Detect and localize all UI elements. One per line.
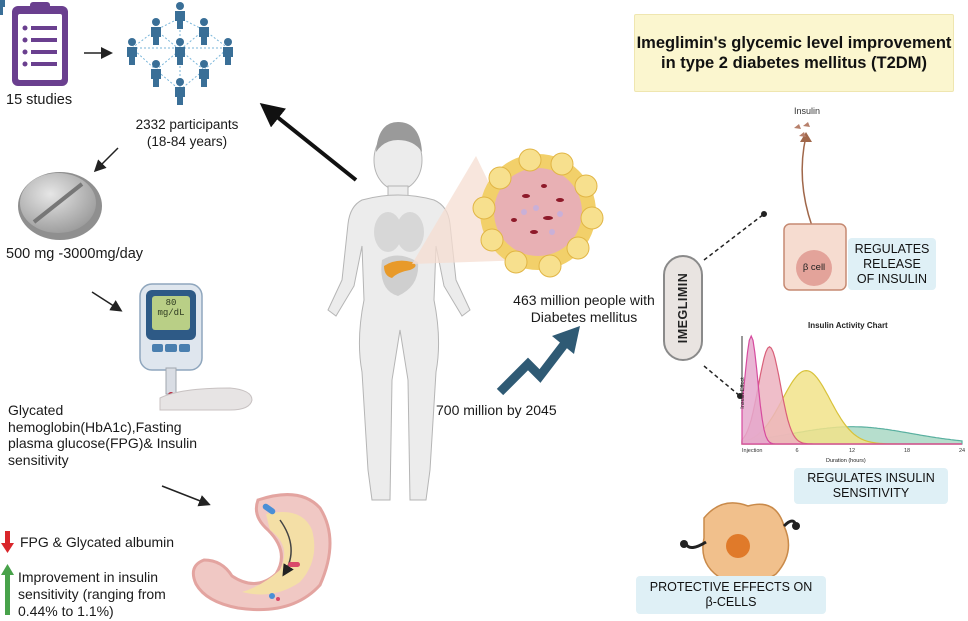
participants-line: 2332 participants <box>135 117 239 132</box>
tablet-icon <box>18 172 102 240</box>
chart-tick-label: 24 <box>959 448 965 454</box>
increase-arrow-icon <box>1 564 14 615</box>
chart-tick-label: 12 <box>849 448 855 454</box>
chart-y-label: Insulin Effect <box>740 377 746 409</box>
human-body-figure <box>327 122 471 501</box>
title-box: Imeglimin's glycemic level improvement i… <box>634 14 954 92</box>
protective-effects-label: PROTECTIVE EFFECTS ON β-CELLS <box>636 576 826 614</box>
chart-tick-label: 6 <box>795 448 798 454</box>
arrow-to-dose <box>93 147 119 173</box>
regulates-release-line: RELEASE <box>863 256 921 271</box>
regulates-sensitivity-line: SENSITIVITY <box>832 486 910 500</box>
prevalence-line: 463 million people with <box>513 292 655 308</box>
regulates-sensitivity-line: REGULATES INSULIN <box>807 471 935 485</box>
regulates-sensitivity-label: REGULATES INSULIN SENSITIVITY <box>794 468 948 504</box>
stomach-icon <box>191 493 332 612</box>
trend-arrow-icon <box>496 326 580 396</box>
clipboard-icon <box>12 2 68 86</box>
protective-line: β-CELLS <box>705 595 757 609</box>
protective-cell-icon <box>680 502 800 585</box>
prevalence-line: Diabetes mellitus <box>530 309 638 325</box>
imeglimin-pill: IMEGLIMIN <box>664 256 702 360</box>
dose-text: 500 mg -3000mg/day <box>6 246 144 262</box>
meter-value: 80 <box>165 298 177 308</box>
outcomes-text: Glycated hemoglobin(HbA1c),Fasting plasm… <box>8 402 248 468</box>
regulates-release-label: REGULATES RELEASE OF INSULIN <box>848 238 936 290</box>
chart-tick-label: Injection <box>742 448 763 454</box>
regulates-release-line: REGULATES <box>854 241 930 256</box>
meter-unit: mg/dL <box>157 308 185 318</box>
outcomes-line: sensitivity <box>8 451 69 468</box>
insulin-activity-chart: Injection 6 12 18 24 <box>741 334 965 454</box>
chart-series-1 <box>741 334 962 445</box>
people-network-icon <box>0 0 233 105</box>
participants-age: (18-84 years) <box>146 134 228 149</box>
outcomes-line: Glycated <box>8 402 64 418</box>
arrow-to-meter <box>91 291 123 312</box>
arrow-body-to-study <box>259 103 358 182</box>
participants-text: 2332 participants (18-84 years) <box>112 116 262 150</box>
studies-count: 15 studies <box>6 92 73 108</box>
projection-text: 700 million by 2045 <box>436 402 557 418</box>
beta-cell-label: β cell <box>802 262 826 273</box>
outcomes-line: hemoglobin(HbA1c),Fasting <box>8 418 182 435</box>
improvement-line: 0.44% to 1.1%) <box>18 603 114 619</box>
organs-shape <box>374 212 424 296</box>
chart-title: Insulin Activity Chart <box>808 321 888 330</box>
prevalence-text: 463 million people with Diabetes mellitu… <box>494 292 674 326</box>
imeglimin-pill-icon <box>663 255 703 361</box>
connector-to-chart <box>703 365 741 397</box>
connector-to-beta-cell <box>703 213 765 261</box>
imeglimin-label: IMEGLIMIN <box>676 272 690 344</box>
finger-shape <box>159 387 253 411</box>
arrow-to-stomach <box>161 485 211 507</box>
insulin-label: Insulin <box>794 106 821 116</box>
chart-tick-label: 18 <box>904 448 910 454</box>
improvement-text: Improvement in insulin sensitivity (rang… <box>18 569 166 620</box>
page-title: Imeglimin's glycemic level improvement i… <box>636 34 952 72</box>
improvement-line: sensitivity (ranging from <box>18 586 166 602</box>
outcomes-line: plasma glucose(FPG)& Insulin <box>8 435 198 451</box>
chart-x-label: Duration (hours) <box>826 458 866 464</box>
beta-cell-icon <box>783 122 847 291</box>
regulates-release-line: OF INSULIN <box>856 271 928 286</box>
pancreas-tissue-icon <box>472 148 604 278</box>
protective-line: PROTECTIVE EFFECTS ON <box>649 580 813 594</box>
improvement-line: Improvement in insulin <box>18 569 159 585</box>
decrease-text: FPG & Glycated albumin <box>20 534 175 550</box>
decrease-arrow-icon <box>1 531 14 553</box>
meter-display: 80 mg/dL <box>152 298 190 318</box>
